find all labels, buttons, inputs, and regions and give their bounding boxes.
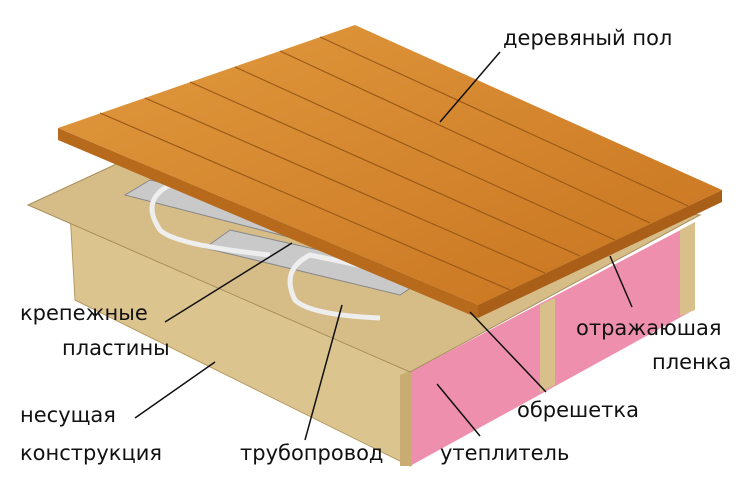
label-structure-line1: несущая: [20, 403, 116, 427]
label-film-line1: отражаюшая: [576, 316, 722, 340]
label-structure-line2: конструкция: [20, 441, 163, 465]
label-battens: обрешетка: [517, 398, 639, 422]
label-plates-line1: крепежные: [20, 301, 148, 325]
pipeline: [149, 182, 431, 321]
wooden-floor-side: [478, 190, 722, 318]
label-pipeline: трубопровод: [240, 441, 384, 465]
label-plates-line2: пластины: [62, 336, 170, 360]
board-seams: [99, 36, 689, 291]
leader-lines: [134, 51, 633, 441]
wooden-floor-edge: [58, 128, 478, 318]
batten: [680, 222, 695, 316]
batten: [540, 298, 555, 392]
label-insulation: утеплитель: [440, 441, 570, 465]
label-film-line2: пленка: [652, 350, 732, 374]
label-wooden-floor: деревяный пол: [503, 26, 673, 50]
beam-edge: [400, 370, 412, 466]
wooden-floor: [58, 25, 722, 305]
